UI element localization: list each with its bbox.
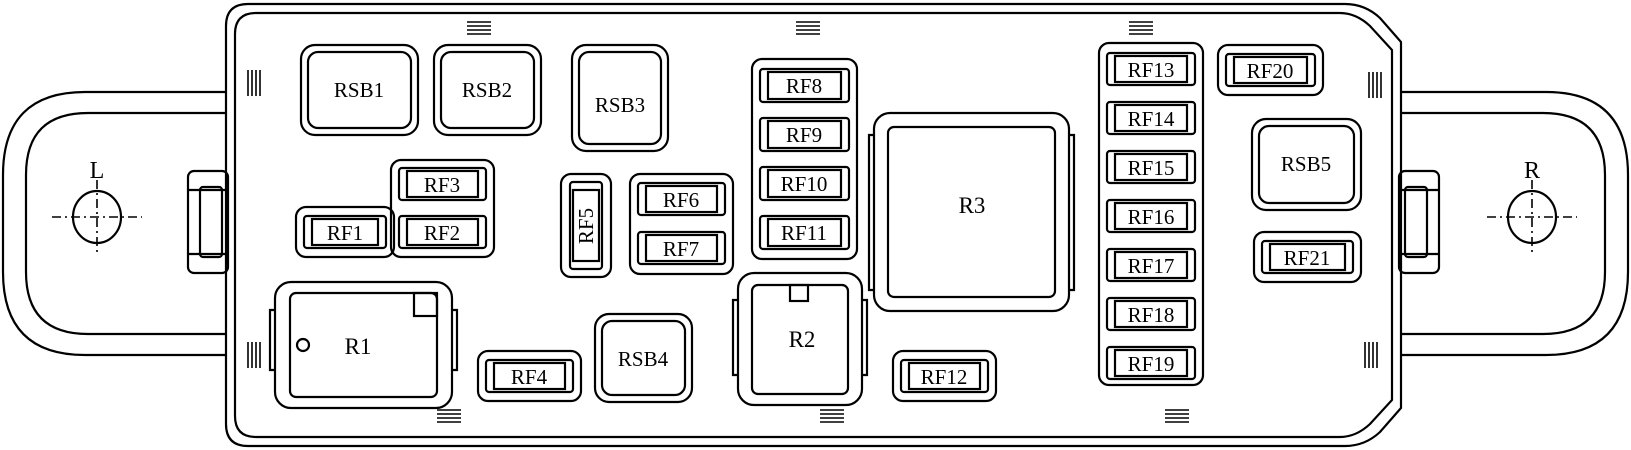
fuse-rf9: RF9: [758, 116, 851, 153]
fuse-rf9-label: RF9: [786, 123, 822, 147]
vent-right-lower: [1364, 342, 1378, 368]
fuse-rf20-label: RF20: [1247, 59, 1294, 83]
fuse-rf13: RF13: [1105, 51, 1197, 87]
fuse-box-inner-outline: [233, 11, 1394, 439]
fuse-rf8: RF8: [758, 67, 851, 104]
fuse-rf4-label: RF4: [511, 365, 548, 389]
fuse-rf6-label: RF6: [663, 188, 699, 212]
fuse-rf15: RF15: [1105, 149, 1197, 185]
fuse-rf19-label: RF19: [1128, 352, 1175, 376]
right-side-label: R: [1524, 158, 1540, 184]
relay-rsb1: RSB1: [299, 43, 420, 137]
fuse-rf18: RF18: [1105, 296, 1197, 332]
fuse-rf3: RF3: [397, 166, 488, 202]
fuse-rf16: RF16: [1105, 198, 1197, 234]
fuse-rf5-label: RF5: [574, 208, 598, 244]
relay-r2-label: R2: [789, 327, 816, 352]
relay-r1-label: R1: [345, 334, 372, 359]
fuse-rf16-label: RF16: [1128, 205, 1175, 229]
right-mounting-hole: [1487, 180, 1577, 255]
fuse-rf11-label: RF11: [781, 221, 827, 245]
vent-top-right: [1129, 21, 1153, 35]
fuse-rf21-label: RF21: [1284, 246, 1331, 270]
fuse-rf2: RF2: [397, 214, 488, 250]
fuse-rf5: RF5: [559, 172, 613, 279]
left-side-clip: [186, 169, 230, 275]
fuse-rf10: RF10: [758, 165, 851, 202]
relay-rsb4: RSB4: [593, 312, 694, 404]
fuse-rf19: RF19: [1105, 345, 1197, 381]
relay-rsb2-label: RSB2: [462, 78, 512, 102]
relay-rsb5: RSB5: [1250, 117, 1363, 212]
fuse-rf1: RF1: [302, 214, 388, 250]
vent-marks: [247, 21, 1382, 423]
vent-bottom-left: [437, 409, 461, 423]
vent-left-upper: [247, 70, 261, 96]
fuse-rf17-label: RF17: [1128, 254, 1175, 278]
relay-r1: R1: [268, 280, 459, 410]
relay-rsb1-label: RSB1: [334, 78, 384, 102]
vent-bottom-center: [820, 409, 844, 423]
vent-left-lower: [247, 342, 261, 368]
fuse-rf7-label: RF7: [663, 237, 699, 261]
fuse-rf20: RF20: [1216, 43, 1325, 97]
relay-rsb3: RSB3: [570, 43, 670, 153]
fuse-rf13-label: RF13: [1128, 58, 1175, 82]
fuse-rf7: RF7: [636, 230, 727, 266]
fuse-rf3-label: RF3: [424, 173, 460, 197]
fuse-rf14: RF14: [1105, 100, 1197, 136]
fuse-column-rf8-rf11: [750, 57, 859, 261]
left-side-label: L: [90, 158, 105, 184]
right-mounting-tab: [1401, 90, 1630, 357]
relay-r3-label: R3: [959, 193, 986, 218]
fuse-rf6: RF6: [636, 181, 727, 217]
vent-bottom-right: [1165, 409, 1189, 423]
left-mounting-tab: [1, 90, 226, 357]
right-side-clip: [1397, 169, 1441, 275]
relay-r2: R2: [731, 271, 869, 407]
fuse-rf11: RF11: [758, 214, 851, 251]
fuse-cluster-rf6-rf7: [628, 172, 735, 276]
fuse-cluster-rf1-rf3: [294, 158, 496, 259]
vent-right-upper: [1368, 72, 1382, 98]
relay-rsb2: RSB2: [432, 43, 543, 137]
fuse-rf12-label: RF12: [921, 365, 968, 389]
fuse-rf15-label: RF15: [1128, 156, 1175, 180]
relay-rsb4-label: RSB4: [618, 347, 669, 371]
fuse-rf12: RF12: [891, 349, 998, 403]
left-mounting-hole: [52, 180, 142, 255]
fuse-rf21: RF21: [1252, 230, 1363, 284]
fuse-rf18-label: RF18: [1128, 303, 1175, 327]
fuse-box-outline: [224, 2, 1403, 448]
fuse-rf4: RF4: [476, 349, 583, 403]
fuse-rf14-label: RF14: [1128, 107, 1175, 131]
vent-top-left: [467, 21, 491, 35]
fuse-rf17: RF17: [1105, 247, 1197, 283]
fuse-rf1-label: RF1: [327, 221, 363, 245]
fuse-column-rf13-rf19: [1097, 41, 1205, 387]
relay-rsb3-label: RSB3: [595, 93, 645, 117]
fuse-rf10-label: RF10: [781, 172, 828, 196]
vent-top-center: [796, 21, 820, 35]
fuse-rf2-label: RF2: [424, 221, 460, 245]
fuse-rf8-label: RF8: [786, 74, 822, 98]
relay-rsb5-label: RSB5: [1281, 152, 1331, 176]
relay-r3: R3: [867, 111, 1076, 313]
